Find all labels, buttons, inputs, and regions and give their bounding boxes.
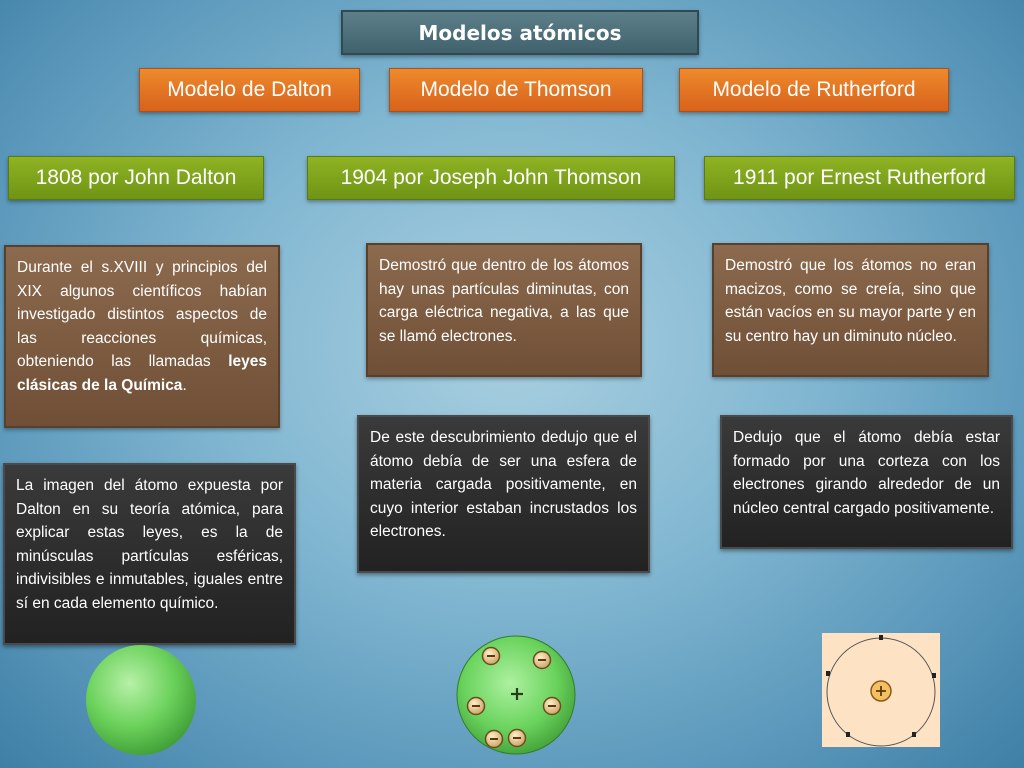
rutherford-text-1: Demostró que los átomos no eran macizos,… [712,243,989,377]
dalton-text-1-bold: leyes clásicas de la Química [17,353,267,394]
date-dalton: 1808 por John Dalton [8,156,264,200]
date-thomson: 1904 por Joseph John Thomson [307,156,675,200]
rutherford-atom-icon [822,633,940,747]
thomson-atom-icon [456,635,576,755]
dalton-text-1-a: Durante el s.XVIII y principios del XIX … [17,259,267,370]
page-title: Modelos atómicos [341,10,699,55]
rutherford-text-2: Dedujo que el átomo debía estar formado … [720,415,1013,549]
header-rutherford: Modelo de Rutherford [679,68,949,112]
date-rutherford: 1911 por Ernest Rutherford [704,156,1015,200]
dalton-text-1: Durante el s.XVIII y principios del XIX … [4,245,280,428]
dalton-atom-icon [86,645,196,755]
dalton-text-1-c: . [182,376,187,394]
header-dalton: Modelo de Dalton [139,68,360,112]
thomson-text-2: De este descubrimiento dedujo que el áto… [357,415,650,573]
header-thomson: Modelo de Thomson [389,68,643,112]
thomson-text-1: Demostró que dentro de los átomos hay un… [366,243,642,377]
dalton-text-2: La imagen del átomo expuesta por Dalton … [3,463,296,645]
